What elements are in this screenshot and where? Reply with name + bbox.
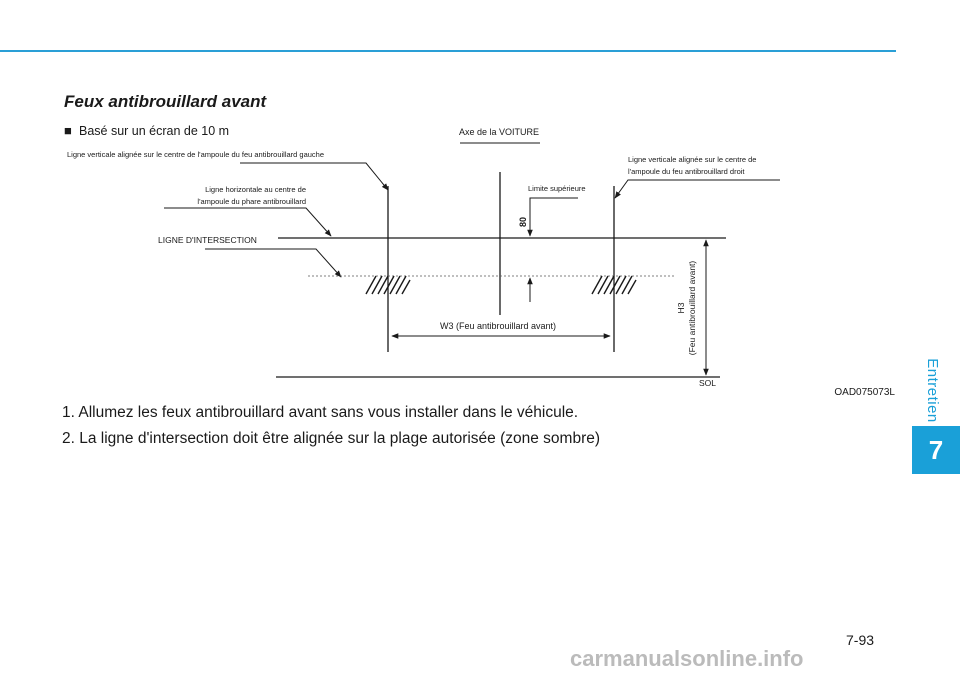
horizontal-line-leader xyxy=(164,207,332,237)
instruction-step: 1. Allumez les feux antibrouillard avant… xyxy=(62,404,579,421)
axis-label: Axe de la VOITURE xyxy=(459,127,539,137)
section-title: Feux antibrouillard avant xyxy=(64,92,267,111)
height-label-2: (Feu antibrouillard avant) xyxy=(687,261,697,356)
right-vertical-label-2: l'ampoule du feu antibrouillard droit xyxy=(628,167,745,176)
instruction-step: 2. La ligne d'intersection doit être ali… xyxy=(62,430,601,447)
left-vertical-label: Ligne verticale alignée sur le centre de… xyxy=(67,150,324,159)
width-label: W3 (Feu antibrouillard avant) xyxy=(440,321,556,331)
right-vertical-label-1: Ligne verticale alignée sur le centre de xyxy=(628,155,756,164)
page-number: 7-93 xyxy=(846,632,875,648)
horizontal-line-label-2: l'ampoule du phare antibrouillard xyxy=(197,197,306,206)
offset-label: 80 xyxy=(518,217,528,227)
left-vertical-leader xyxy=(240,162,389,191)
hatch-zone-right xyxy=(591,275,637,295)
upper-limit-leader xyxy=(529,197,578,206)
watermark: carmanualsonline.info xyxy=(570,646,804,671)
cut-off-label: LIGNE D'INTERSECTION xyxy=(158,235,257,245)
chapter-tab-label: Entretien xyxy=(908,350,956,430)
cut-off-leader xyxy=(205,248,342,278)
basis-label: Basé sur un écran de 10 m xyxy=(79,124,229,138)
height-label-1: H3 xyxy=(676,302,686,313)
figure-code: OAD075073L xyxy=(834,387,895,398)
upper-limit-label: Limite supérieure xyxy=(528,184,586,193)
right-vertical-leader xyxy=(614,179,780,199)
chapter-tab-text: Entretien xyxy=(923,357,941,423)
bullet-icon: ■ xyxy=(64,123,72,138)
header-rule xyxy=(0,50,896,52)
chapter-number-badge: 7 xyxy=(912,426,960,474)
ground-label: SOL xyxy=(699,378,716,388)
horizontal-line-label-1: Ligne horizontale au centre de xyxy=(205,185,306,194)
instruction-list: 1. Allumez les feux antibrouillard avant… xyxy=(62,400,600,452)
hatch-zone-left xyxy=(365,275,411,295)
